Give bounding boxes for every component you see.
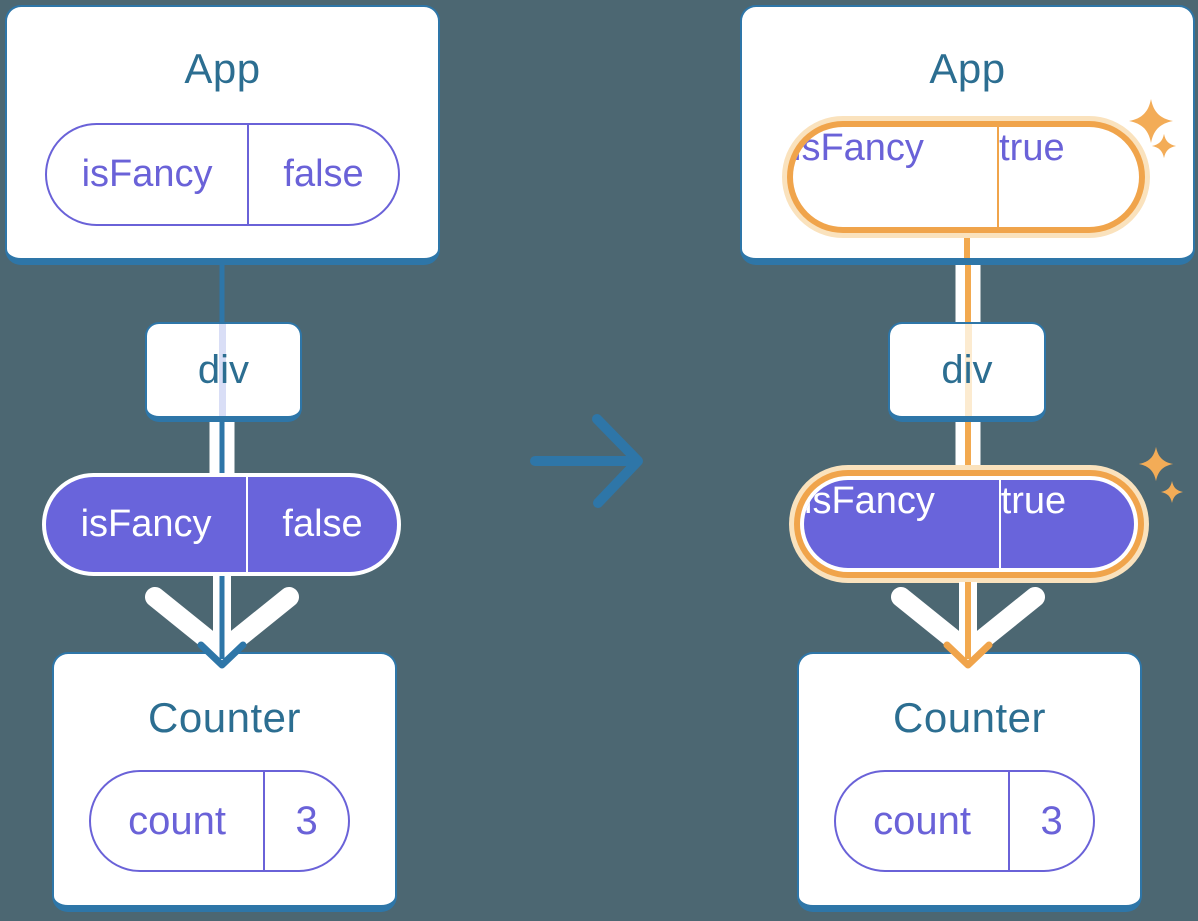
context-edge-line xyxy=(964,238,970,258)
div-label: div xyxy=(197,347,250,392)
prop-pill-isfancy-before: isFancy false xyxy=(42,473,401,576)
pill-value: false xyxy=(247,125,398,224)
pill-key: isFancy xyxy=(804,480,935,522)
pill-value: true xyxy=(998,480,1066,568)
app-card-after: App isFancy true xyxy=(740,5,1195,265)
pill-key: count xyxy=(873,798,972,843)
prop-flow-pipe xyxy=(209,420,235,476)
state-pill-count-before: count 3 xyxy=(89,770,350,872)
prop-pill-isfancy-after-highlighted: isFancy true xyxy=(789,465,1149,583)
counter-title: Counter xyxy=(893,694,1046,741)
context-edge-line xyxy=(965,265,971,324)
prop-flow-pipe xyxy=(955,265,981,324)
sparkle-icon xyxy=(1138,446,1174,482)
app-card-before: App isFancy false xyxy=(5,5,440,265)
prop-flow-pipe xyxy=(213,576,231,644)
div-node-before: div xyxy=(145,322,302,422)
tree-edge-line xyxy=(219,420,225,476)
div-node-after: div xyxy=(888,322,1046,422)
div-label: div xyxy=(941,347,993,392)
pill-value: true xyxy=(997,127,1065,227)
pill-value: 3 xyxy=(1008,772,1093,870)
highlight-ring: isFancy true xyxy=(794,470,1144,578)
transition-arrow-icon xyxy=(530,414,643,508)
sparkle-icon xyxy=(1161,481,1183,503)
prop-through-line xyxy=(218,324,226,416)
pill-key: isFancy xyxy=(793,127,924,169)
prop-flow-chevron-icon xyxy=(145,587,299,661)
pill-key: count xyxy=(128,798,227,843)
counter-card-before: Counter count 3 xyxy=(52,652,397,912)
state-pill-count-after: count 3 xyxy=(834,770,1095,872)
prop-through-line xyxy=(964,324,972,416)
app-title: App xyxy=(184,45,261,92)
state-pill-isfancy-before: isFancy false xyxy=(45,123,400,226)
highlight-ring: isFancy true xyxy=(787,121,1145,233)
tree-edge-line xyxy=(219,265,225,324)
prop-flow-chevron-icon xyxy=(891,587,1045,661)
pill-key: isFancy xyxy=(81,153,213,195)
app-title: App xyxy=(929,45,1006,92)
pill-value: 3 xyxy=(263,772,348,870)
pill-value: false xyxy=(246,477,397,572)
prop-flow-pipe xyxy=(959,582,977,644)
counter-title: Counter xyxy=(148,694,301,741)
state-pill-isfancy-after-highlighted: isFancy true xyxy=(782,116,1150,238)
pill-key: isFancy xyxy=(80,503,212,545)
counter-card-after: Counter count 3 xyxy=(797,652,1142,912)
